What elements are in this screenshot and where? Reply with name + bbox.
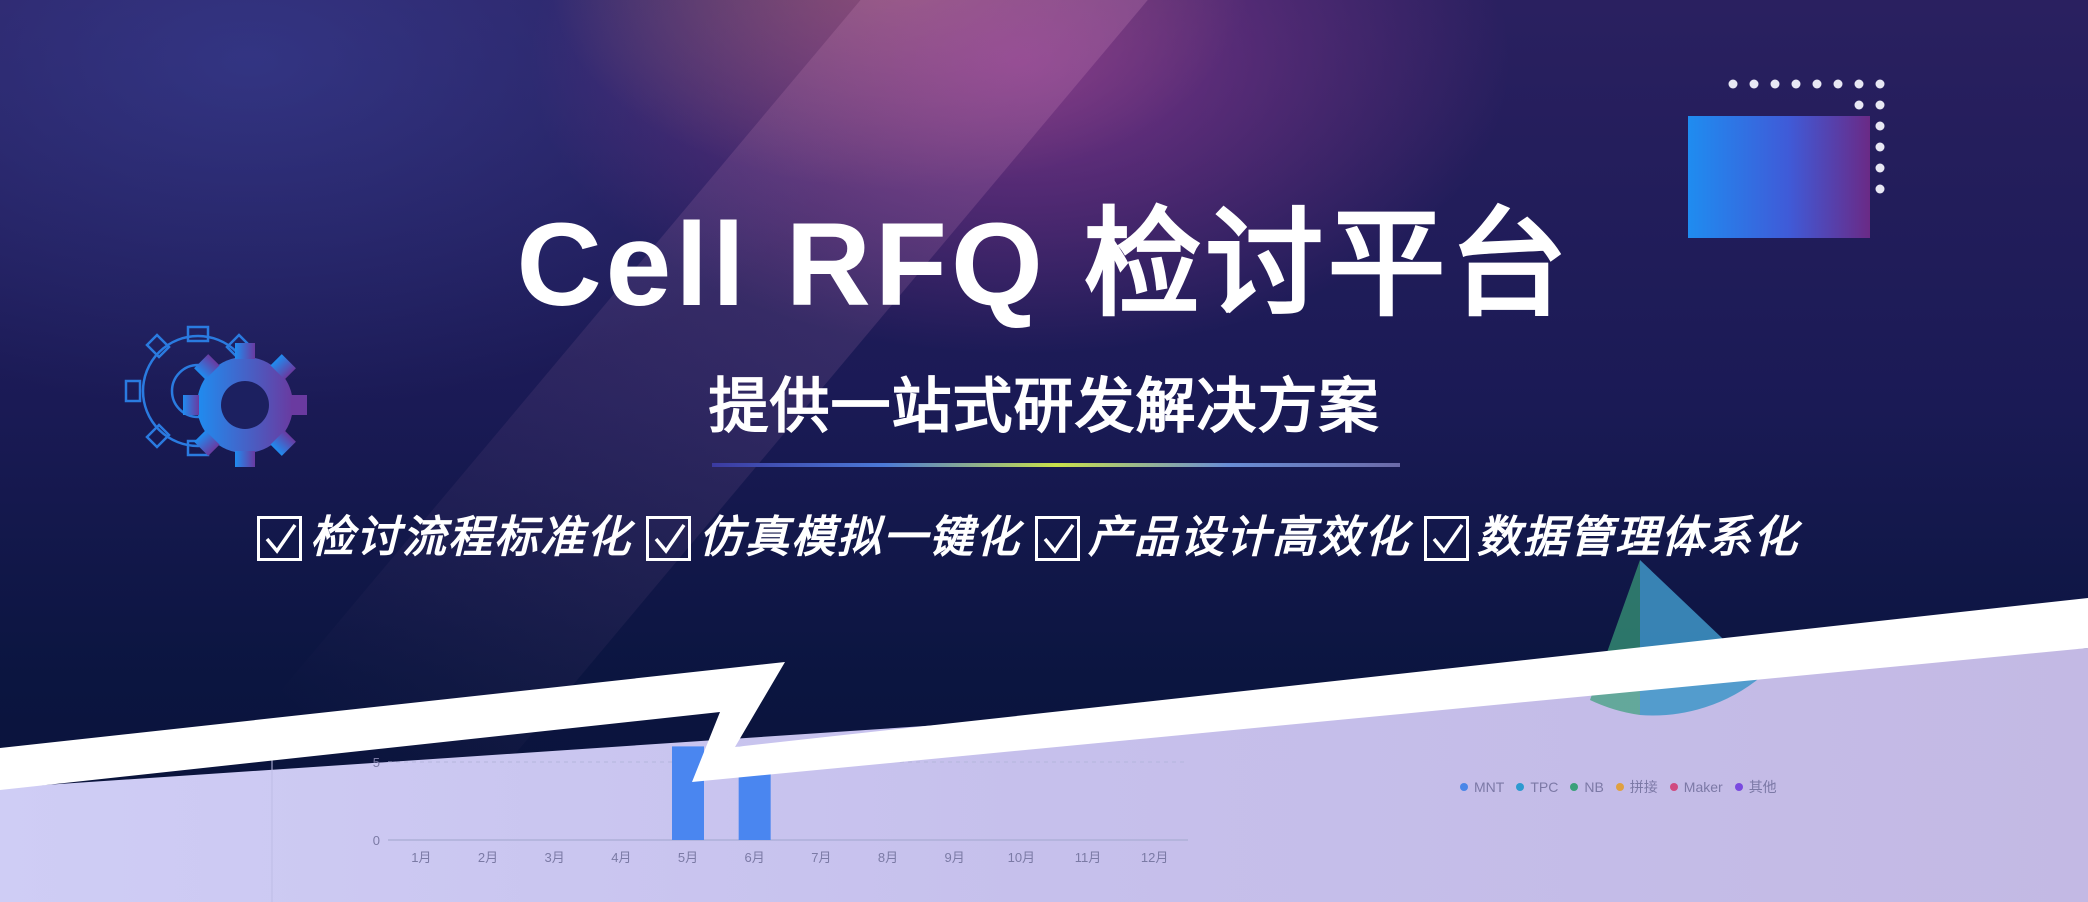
legend-item: Maker xyxy=(1669,779,1723,795)
decorative-gradient-block xyxy=(1688,116,1870,238)
legend-item: NB xyxy=(1570,779,1604,795)
decorative-dot xyxy=(1770,79,1780,89)
x-tick-label: 8月 xyxy=(878,850,898,865)
feature-label: 数据管理体系化 xyxy=(1477,512,1799,563)
feature-item: 产品设计高效化 xyxy=(1035,510,1410,566)
x-tick-label: 6月 xyxy=(745,850,765,865)
decorative-dot xyxy=(1833,79,1843,89)
x-tick-label: 5月 xyxy=(678,850,698,865)
decorative-dot xyxy=(1854,79,1864,89)
decorative-dot xyxy=(1875,163,1885,173)
legend-item: 拼接 xyxy=(1615,777,1658,797)
y-tick-label: 5 xyxy=(373,755,380,770)
feature-label: 仿真模拟一键化 xyxy=(699,512,1021,563)
legend-label: NB xyxy=(1584,779,1604,795)
legend-swatch xyxy=(1460,783,1468,791)
feature-item: 检讨流程标准化 xyxy=(257,510,632,566)
decorative-dot xyxy=(1875,100,1885,110)
legend-swatch xyxy=(1615,783,1624,791)
legend-label: Maker xyxy=(1683,779,1723,795)
legend-item: MNT xyxy=(1460,779,1504,795)
x-tick-label: 7月 xyxy=(811,850,831,865)
x-tick-label: 11月 xyxy=(1075,850,1102,865)
gear-icon xyxy=(124,325,307,467)
legend-label: TPC xyxy=(1530,779,1559,795)
legend-swatch xyxy=(1570,783,1579,791)
checkbox-checked-icon xyxy=(1424,515,1469,561)
legend-swatch xyxy=(1734,783,1743,791)
decorative-dot xyxy=(1875,142,1885,152)
legend-label: MNT xyxy=(1474,779,1505,795)
x-tick-label: 1月 xyxy=(411,850,431,865)
banner-subtitle: 提供一站式研发解决方案 xyxy=(708,373,1380,440)
feature-list: 检讨流程标准化 仿真模拟一键化 产品设计高效化 数据管理体系化 xyxy=(257,510,1813,566)
feature-label: 检讨流程标准化 xyxy=(310,512,632,563)
bar xyxy=(672,746,704,840)
decorative-dot xyxy=(1875,79,1885,89)
y-tick-label: 0 xyxy=(373,833,380,848)
decorative-dot xyxy=(1791,79,1801,89)
checkbox-checked-icon xyxy=(646,515,691,561)
decorative-dot xyxy=(1812,79,1822,89)
legend-swatch xyxy=(1669,783,1678,791)
decorative-dot xyxy=(1875,121,1885,131)
decorative-dot xyxy=(1749,79,1759,89)
feature-label: 产品设计高效化 xyxy=(1088,512,1410,563)
x-tick-label: 2月 xyxy=(478,850,498,865)
legend-item: 其他 xyxy=(1734,777,1777,797)
legend-swatch xyxy=(1516,783,1525,791)
feature-item: 仿真模拟一键化 xyxy=(646,510,1021,566)
decorative-dot xyxy=(1728,79,1738,89)
pie-legend: MNT TPC NB 拼接 Maker 其他 xyxy=(1460,777,1789,797)
legend-label: 其他 xyxy=(1748,779,1777,795)
decorative-dot xyxy=(1875,184,1885,194)
legend-label: 拼接 xyxy=(1629,779,1658,795)
legend-item: TPC xyxy=(1516,779,1558,795)
checkbox-checked-icon xyxy=(1035,515,1080,561)
x-tick-label: 4月 xyxy=(611,850,631,865)
feature-item: 数据管理体系化 xyxy=(1424,510,1799,566)
x-tick-label: 10月 xyxy=(1008,850,1035,865)
x-tick-label: 12月 xyxy=(1141,850,1168,865)
decorative-dot xyxy=(1854,100,1864,110)
subtitle-underline xyxy=(712,463,1400,467)
x-tick-label: 9月 xyxy=(945,850,965,865)
banner-title: Cell RFQ 检讨平台 xyxy=(516,199,1572,331)
checkbox-checked-icon xyxy=(257,515,302,561)
x-tick-label: 3月 xyxy=(545,850,565,865)
